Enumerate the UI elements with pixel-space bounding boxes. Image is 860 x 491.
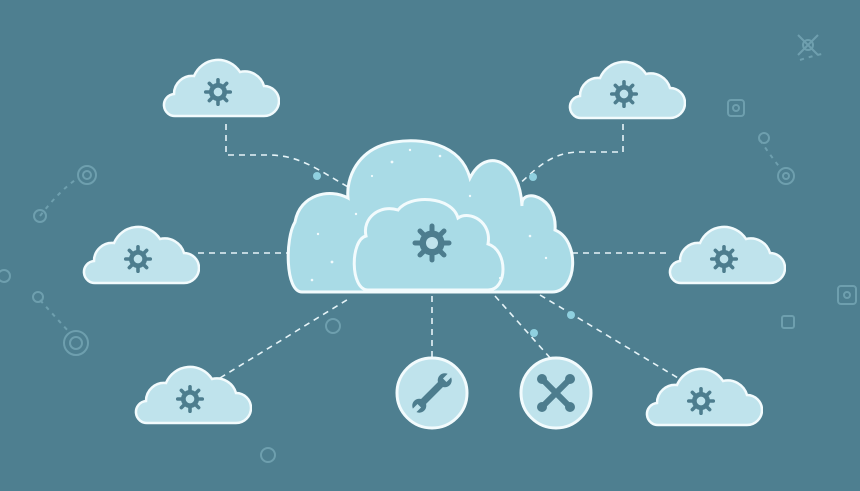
connector-tools [494,295,553,361]
gear-icon [203,77,233,107]
small-gear-icon [63,330,89,356]
connector-bottom-left [219,297,351,379]
central-cloud[interactable] [286,139,575,294]
gear-icon [609,79,639,109]
wrench-icon [411,372,453,414]
crossed-tools-node[interactable] [519,356,593,430]
connector-dot [529,173,537,181]
small-gear-icon [0,269,11,283]
small-node-icon [727,99,745,117]
decorative-elements [0,34,857,463]
cloud-node-top-left[interactable] [162,58,280,118]
speckles [310,148,548,282]
cloud-node-top-right[interactable] [568,60,686,120]
small-node-icon [837,285,857,305]
satellite-clouds [82,58,786,427]
wrench-node[interactable] [395,356,469,430]
connector-dot [313,172,321,180]
small-gear-icon [325,318,341,334]
connectors [198,124,679,379]
gear-icon [709,244,739,274]
decor-dashed-path [759,139,783,171]
connector-top-left [225,124,351,189]
connector-dots [313,172,575,337]
small-gear-icon [32,291,44,303]
small-gear-icon [758,132,770,144]
connector-dot [530,329,538,337]
small-node-icon [781,315,795,329]
gear-icon [123,244,153,274]
small-cross-icon [797,34,819,56]
small-gear-icon [33,209,47,223]
cloud-node-bottom-right[interactable] [645,367,763,427]
crossed-tools-icon [537,374,575,412]
decor-dashed-path [39,177,79,217]
small-gear-icon [77,165,97,185]
decor-dashed-path [799,53,823,61]
small-gear-icon [260,447,276,463]
cloud-node-mid-left[interactable] [82,225,200,285]
connector-top-right [514,124,624,189]
cloud-node-mid-right[interactable] [668,225,786,285]
small-gear-icon [777,167,795,185]
gear-icon [175,384,205,414]
gear-icon [686,386,716,416]
central-gear-icon [415,226,449,260]
connector-dot [567,311,575,319]
cloud-node-bottom-left[interactable] [134,365,252,425]
connector-bottom-right [539,294,679,379]
